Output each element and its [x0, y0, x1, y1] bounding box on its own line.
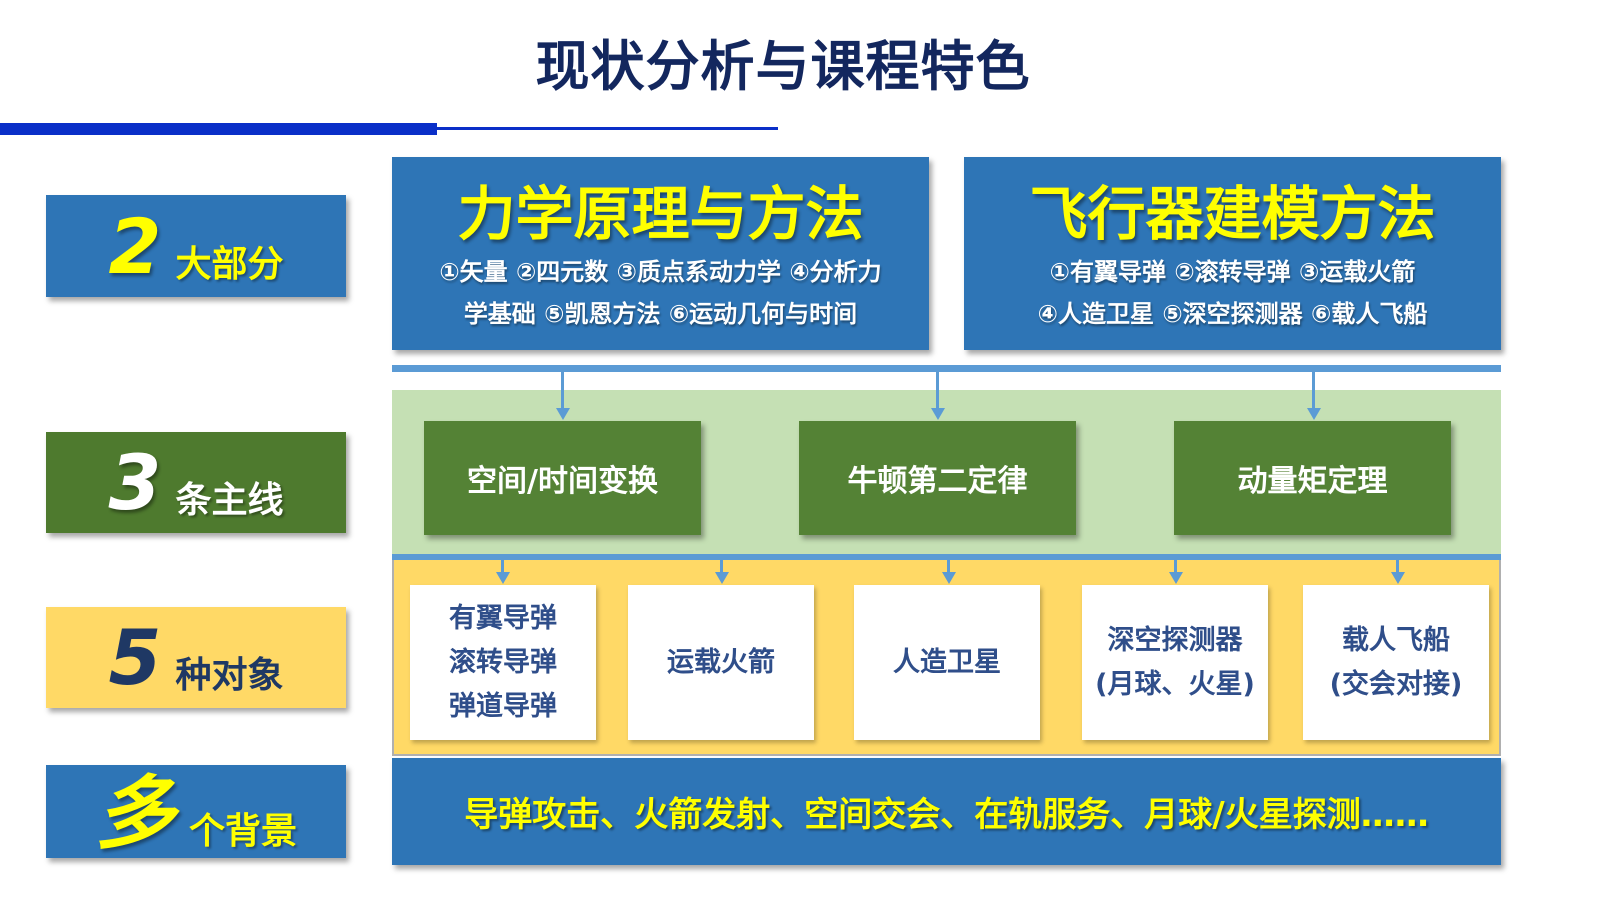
part-vehicle-modeling: 飞行器建模方法 ①有翼导弹 ②滚转导弹 ③运载火箭 ④人造卫星 ⑤深空探测器 ⑥… — [964, 157, 1501, 350]
object-line: 深空探测器 — [1107, 624, 1243, 656]
background-text: 导弹攻击、火箭发射、空间交会、在轨服务、月球/火星探测…… — [464, 795, 1429, 835]
part-mechanics: 力学原理与方法 ①矢量 ②四元数 ③质点系动力学 ④分析力 学基础 ⑤凯恩方法 … — [392, 157, 929, 350]
object-line: 有翼导弹 — [449, 602, 557, 634]
object-satellite: 人造卫星 — [854, 585, 1040, 740]
part-line: ①矢量 ②四元数 ③质点系动力学 ④分析力 — [439, 258, 882, 286]
label-number: 5 — [108, 613, 162, 702]
object-launch-vehicle: 运载火箭 — [628, 585, 814, 740]
object-line: 运载火箭 — [667, 646, 775, 678]
label-number: 多 — [94, 767, 175, 860]
part-line: ④人造卫星 ⑤深空探测器 ⑥载人飞船 — [1037, 300, 1428, 328]
object-line: (交会对接) — [1329, 668, 1463, 700]
title-underline-thin — [437, 127, 778, 130]
arrow-down-icon — [1169, 572, 1183, 584]
arrow-down-icon — [1307, 408, 1321, 420]
label-text: 种对象 — [175, 655, 284, 696]
object-line: 弹道导弹 — [449, 690, 557, 722]
object-line: 载人飞船 — [1342, 624, 1450, 656]
object-line: 滚转导弹 — [449, 646, 557, 678]
objects-connector-bar — [392, 554, 1501, 560]
connector-line — [947, 560, 950, 574]
arrow-down-icon — [556, 408, 570, 420]
connector-line — [936, 372, 939, 409]
part-heading: 飞行器建模方法 — [1029, 180, 1436, 248]
label-two-parts: 2 大部分 — [46, 195, 346, 297]
connector-line — [1312, 372, 1315, 409]
connector-line — [720, 560, 723, 574]
label-number: 2 — [108, 202, 162, 291]
label-text: 条主线 — [175, 480, 284, 521]
object-line: 人造卫星 — [893, 646, 1001, 678]
object-deep-space-probe: 深空探测器 (月球、火星) — [1082, 585, 1268, 740]
part-heading: 力学原理与方法 — [457, 180, 864, 248]
object-line: (月球、火星) — [1095, 668, 1255, 700]
arrow-down-icon — [715, 572, 729, 584]
mainline-newton: 牛顿第二定律 — [799, 421, 1076, 535]
mainline-angular-momentum: 动量矩定理 — [1174, 421, 1451, 535]
connector-bar — [392, 365, 1501, 372]
object-missiles: 有翼导弹 滚转导弹 弹道导弹 — [410, 585, 596, 740]
arrow-down-icon — [942, 572, 956, 584]
arrow-down-icon — [931, 408, 945, 420]
connector-line — [1396, 560, 1399, 574]
title-underline-thick — [0, 123, 437, 135]
part-line: 学基础 ⑤凯恩方法 ⑥运动几何与时间 — [463, 300, 858, 328]
label-text: 大部分 — [175, 244, 284, 285]
part-line: ①有翼导弹 ②滚转导弹 ③运载火箭 — [1049, 258, 1416, 286]
background-box: 导弹攻击、火箭发射、空间交会、在轨服务、月球/火星探测…… — [392, 758, 1501, 865]
label-many-backgrounds: 多 个背景 — [46, 765, 346, 858]
connector-line — [1174, 560, 1177, 574]
label-three-mainlines: 3 条主线 — [46, 432, 346, 533]
object-crewed-spacecraft: 载人飞船 (交会对接) — [1303, 585, 1489, 740]
label-five-objects: 5 种对象 — [46, 607, 346, 708]
connector-line — [561, 372, 564, 409]
arrow-down-icon — [1391, 572, 1405, 584]
mainline-transform: 空间/时间变换 — [424, 421, 701, 535]
connector-line — [501, 560, 504, 574]
page-title: 现状分析与课程特色 — [535, 35, 1031, 98]
arrow-down-icon — [496, 572, 510, 584]
label-text: 个背景 — [188, 811, 297, 852]
label-number: 3 — [108, 438, 162, 527]
